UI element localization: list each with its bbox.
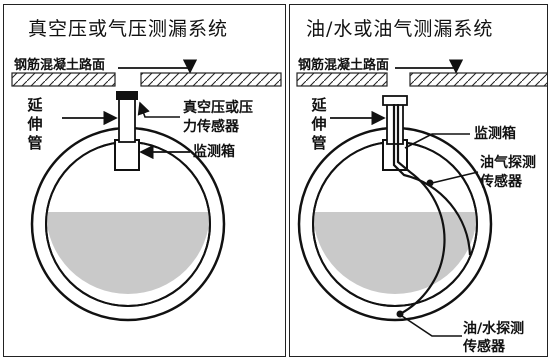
right-box-label: 监测箱 <box>474 126 516 142</box>
left-sensor-label: 真空压或压 <box>183 100 253 116</box>
right-water-leader <box>401 315 462 337</box>
left-pipe-label-char: 延 <box>27 96 43 114</box>
right-gas-leader <box>431 171 479 184</box>
left-pipe-label-char: 管 <box>27 134 43 152</box>
right-pipe-label-char: 延 <box>311 96 327 114</box>
left-sensor-cap <box>116 91 138 100</box>
right-pipe-cap <box>382 95 408 106</box>
left-box-label: 监测箱 <box>193 144 235 160</box>
left-monitor-neck <box>114 139 140 171</box>
right-gas-sensor-dot <box>426 179 434 187</box>
right-box-leader <box>404 133 470 149</box>
left-pipe-label: 延 伸 管 <box>26 96 44 153</box>
right-sensor-cable-inner <box>396 104 446 315</box>
right-title: 油/水或油气测漏系统 <box>306 18 494 40</box>
right-pipe-label-char: 管 <box>311 134 327 152</box>
right-road-arrow <box>395 59 464 74</box>
left-sensor-label-2: 力传感器 <box>183 119 239 135</box>
left-extension-pipe <box>118 97 136 143</box>
left-road-label: 钢筋混凝土路面 <box>14 58 106 73</box>
right-pipe-label: 延 伸 管 <box>310 96 328 153</box>
left-title: 真空压或气压测漏系统 <box>28 18 229 40</box>
right-road-slab <box>296 72 548 87</box>
left-sensor-leader <box>137 101 180 118</box>
left-liquid-level <box>46 212 210 294</box>
right-gas-sensor-label: 油气探测 <box>480 155 536 171</box>
left-road-arrow <box>118 59 198 74</box>
left-road-slab <box>11 72 282 87</box>
right-liquid-level <box>313 212 477 294</box>
left-tank <box>30 126 226 322</box>
right-sensor-cable-outer <box>392 104 472 256</box>
right-water-sensor-dot <box>396 310 404 318</box>
right-pipe-label-char: 伸 <box>311 115 327 133</box>
right-water-sensor-label: 油/水探测 <box>463 321 525 337</box>
left-panel-frame <box>3 4 286 357</box>
right-road-label: 钢筋混凝土路面 <box>298 58 390 73</box>
right-tank <box>297 126 493 322</box>
right-gas-sensor-label-2: 传感器 <box>480 174 522 190</box>
right-water-sensor-label-2: 传感器 <box>463 339 505 355</box>
left-pipe-label-char: 伸 <box>27 115 43 133</box>
